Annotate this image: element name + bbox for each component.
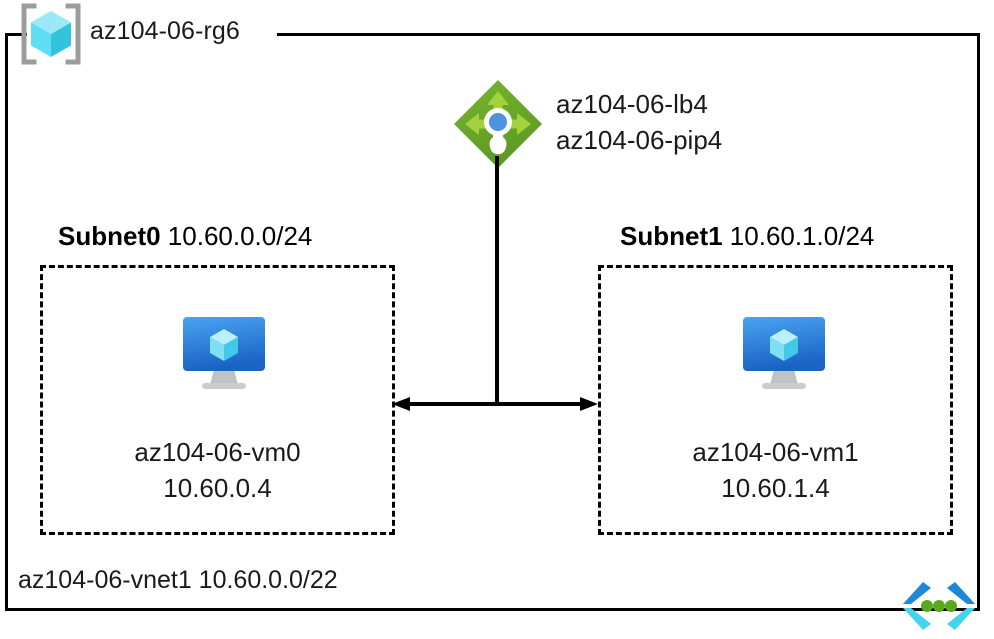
vm1-labels: az104-06-vm1 10.60.1.4 — [598, 434, 953, 506]
subnet-connector-arrow — [392, 396, 598, 412]
resource-group-label: az104-06-rg6 — [90, 17, 240, 45]
resource-group-border-top — [277, 33, 980, 36]
public-ip-name: az104-06-pip4 — [556, 125, 723, 155]
vm1-name: az104-06-vm1 — [692, 437, 859, 467]
load-balancer-name: az104-06-lb4 — [556, 89, 708, 119]
subnet0-box — [40, 265, 395, 535]
virtual-machine-icon — [178, 313, 270, 395]
subnet1-heading: Subnet1 10.60.1.0/24 — [620, 221, 874, 252]
load-balancer-connector-line — [495, 156, 499, 403]
subnet1-name: Subnet1 — [620, 221, 730, 251]
resource-group-border-left — [5, 33, 8, 611]
load-balancer-icon — [452, 78, 544, 170]
resource-group-border-top-stub — [5, 33, 27, 36]
subnet0-heading: Subnet0 10.60.0.0/24 — [58, 221, 312, 252]
subnet1-cidr: 10.60.1.0/24 — [729, 221, 875, 251]
subnet1-box — [598, 265, 953, 535]
load-balancer-labels: az104-06-lb4 az104-06-pip4 — [556, 86, 722, 158]
virtual-network-icon — [893, 578, 985, 634]
subnet0-cidr: 10.60.0.0/24 — [167, 221, 313, 251]
resource-group-cube-icon — [18, 3, 84, 65]
vm0-ip: 10.60.0.4 — [163, 473, 272, 503]
resource-group-border-bottom — [5, 608, 980, 611]
vm0-name: az104-06-vm0 — [134, 437, 301, 467]
vm1-ip: 10.60.1.4 — [721, 473, 830, 503]
subnet0-name: Subnet0 — [58, 221, 168, 251]
virtual-machine-icon — [738, 313, 830, 395]
resource-group-border-right — [977, 33, 980, 611]
vm0-labels: az104-06-vm0 10.60.0.4 — [40, 434, 395, 506]
vnet-label: az104-06-vnet1 10.60.0.0/22 — [18, 566, 338, 594]
